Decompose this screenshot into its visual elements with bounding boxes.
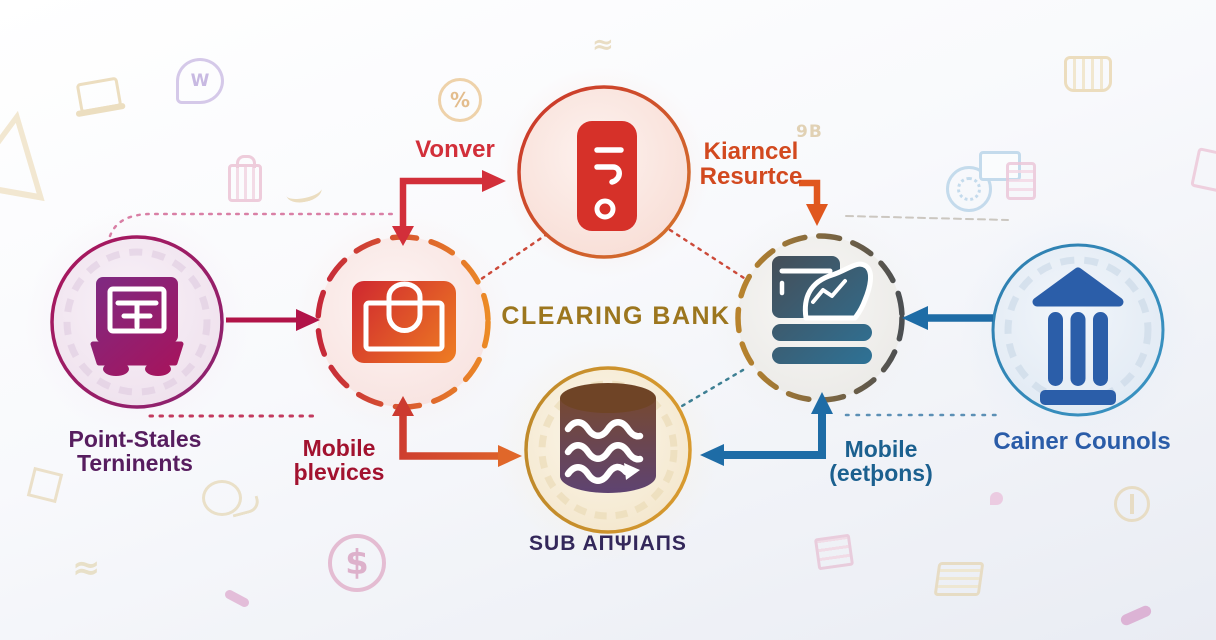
pos-label-line1: Point-Stales: [68, 426, 202, 452]
eetbons-line2: (eetþons): [829, 460, 933, 487]
clearing-bank-title: CLEARING BANK: [501, 302, 731, 330]
arrow-mobile-sub-elbow: [392, 396, 522, 467]
connector-printer-to-bank-dashed: [845, 215, 1009, 221]
connector-mobile-to-phone-dotted: [466, 226, 558, 290]
pos-inner-dashed-ring: [63, 248, 211, 396]
kiarncel-line2: Resurtce: [699, 163, 803, 191]
pos-terminal-icon: [90, 277, 184, 376]
node-clearing-bank-building: [991, 243, 1165, 417]
kiarncel-edge-label: Kiarncel Resurtce: [699, 138, 803, 191]
arrow-vonver-elbow: [392, 170, 506, 246]
node-document-printer: [735, 233, 905, 403]
mobile-label-line1: Mobile: [302, 435, 376, 461]
bank-building-icon: [1032, 267, 1124, 405]
connector-printer-to-sub-dotted: [680, 368, 745, 408]
mobile-label-line2: þlevices: [293, 459, 385, 486]
pos-terminal-label: Point-Stales Terninents: [69, 427, 202, 475]
node-mobile-devices: [315, 234, 491, 410]
pos-label-line2: Terninents: [77, 450, 193, 477]
mobile-devices-label: Mobile þlevices: [294, 436, 385, 484]
kiarncel-line1: Kiarncel: [703, 138, 799, 165]
mobile-eetbons-label: Mobile (eetþons): [829, 437, 933, 485]
card-wallet-icon: [352, 281, 456, 363]
node-mobile-phone: [517, 85, 691, 259]
database-icon: [560, 383, 656, 493]
connector-phone-to-printer-dotted: [668, 228, 746, 280]
arrow-bank-to-printer: [902, 306, 993, 330]
node-pos-terminal: [50, 235, 224, 409]
arrow-kiarncel-down: [799, 179, 828, 226]
eetbons-line1: Mobile: [844, 436, 918, 462]
sub-inner-dashed-ring: [538, 380, 678, 520]
printer-scanner-icon: [772, 256, 874, 364]
arrow-sub-printer-elbow: [700, 392, 833, 466]
arrow-pos-to-mobile: [226, 309, 320, 331]
sub-database-label: SUB AΠΨIAΠS: [529, 532, 687, 555]
node-sub-database: [524, 366, 692, 534]
connector-pos-to-vonver-dotted: [108, 212, 398, 238]
vonver-edge-label: Vonver: [415, 136, 495, 163]
bank-label: Cainer Counols: [993, 428, 1171, 455]
mobile-phone-icon: [577, 121, 637, 231]
